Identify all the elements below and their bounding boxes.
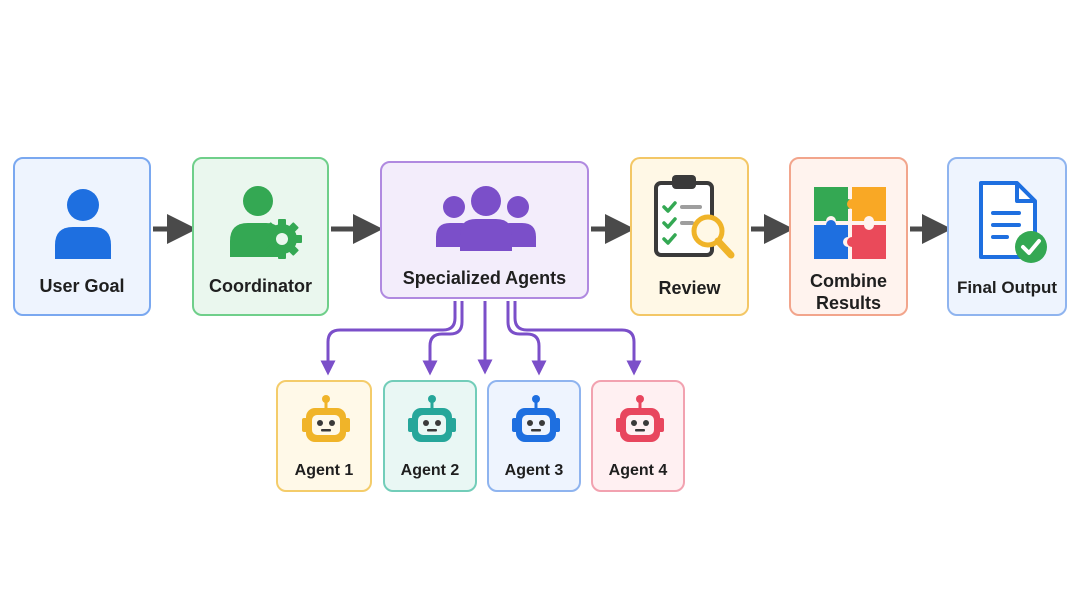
review-box: Review xyxy=(630,157,749,316)
user-icon xyxy=(55,189,111,259)
robot-icon xyxy=(616,395,664,442)
combine-results-box: Combine Results xyxy=(789,157,908,316)
specialized-agents-label: Specialized Agents xyxy=(402,268,567,288)
user-gear-icon xyxy=(230,186,302,259)
coordinator-box: Coordinator xyxy=(192,157,329,316)
specialized-agents-box: Specialized Agents xyxy=(380,161,589,299)
user-goal-box: User Goal xyxy=(13,157,151,316)
robot-icon xyxy=(302,395,350,442)
branch-arrow-agent-3 xyxy=(506,301,547,376)
puzzle-icon xyxy=(814,187,886,259)
branch-arrow-agent-1 xyxy=(320,301,457,376)
agent-box-4: Agent 4 xyxy=(591,380,685,492)
agent-label-4: Agent 4 xyxy=(608,462,668,479)
agent-label-1: Agent 1 xyxy=(294,462,354,479)
agent-box-3: Agent 3 xyxy=(487,380,581,492)
final-output-label: Final Output xyxy=(956,278,1058,297)
agent-box-1: Agent 1 xyxy=(276,380,372,492)
user-goal-label: User Goal xyxy=(39,276,125,296)
agent-box-2: Agent 2 xyxy=(383,380,477,492)
branch-arrow-agent-2 xyxy=(422,301,464,376)
coordinator-label: Coordinator xyxy=(209,276,312,296)
clipboard-magnifier-icon xyxy=(654,175,735,259)
final-output-box: Final Output xyxy=(947,157,1067,316)
robot-icon xyxy=(408,395,456,442)
agent-label-3: Agent 3 xyxy=(504,462,564,479)
combine-results-label-line2: Results xyxy=(815,293,882,313)
review-label: Review xyxy=(658,278,721,298)
combine-results-label-line1: Combine xyxy=(809,271,887,291)
robot-icon xyxy=(512,395,560,442)
document-check-icon xyxy=(979,181,1047,263)
group-icon xyxy=(436,186,536,251)
agent-label-2: Agent 2 xyxy=(400,462,460,479)
branch-arrow-agent-4 xyxy=(513,301,642,376)
